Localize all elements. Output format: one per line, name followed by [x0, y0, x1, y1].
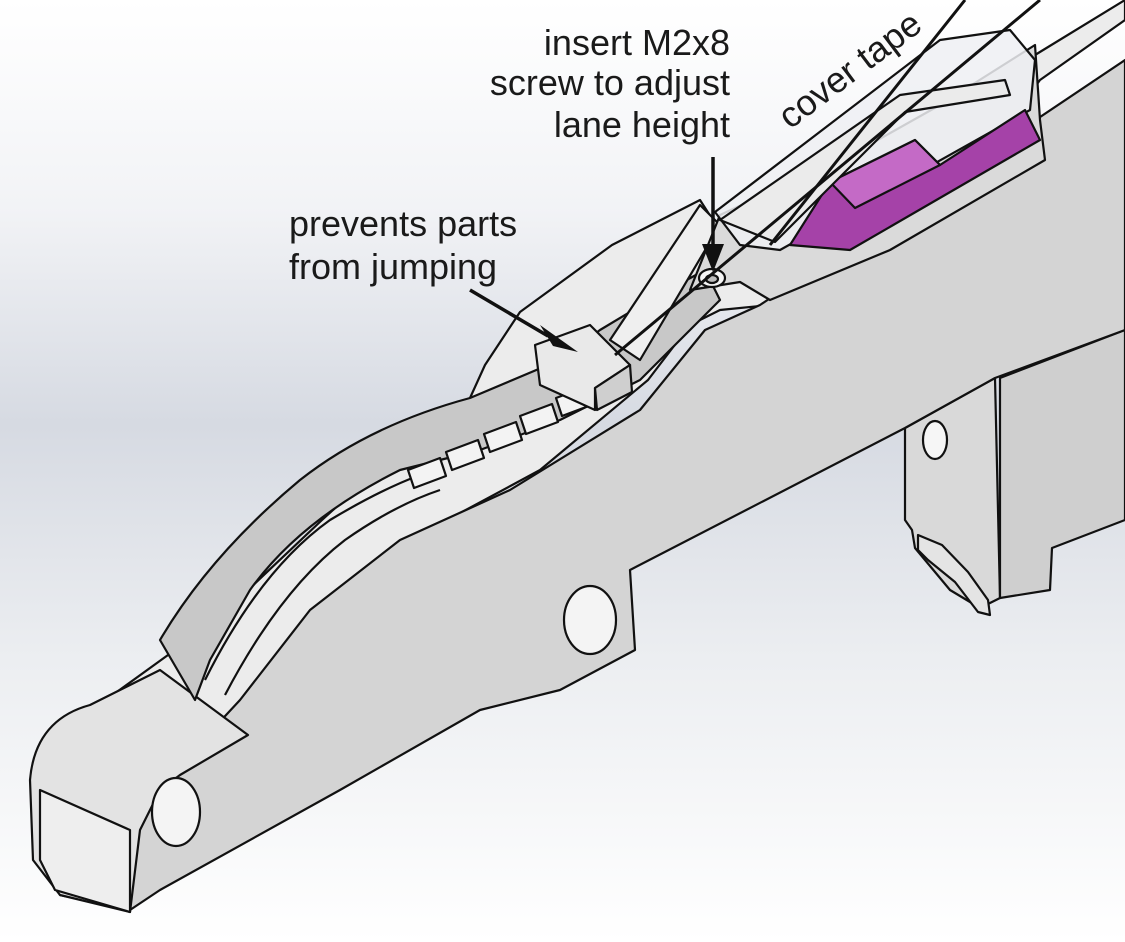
rear-clip	[916, 533, 992, 617]
parts-label-line-2: from jumping	[289, 246, 497, 287]
feeder-body	[28, 0, 1125, 914]
hold-down-block-face	[593, 363, 634, 412]
callout-lines	[469, 0, 1041, 357]
cover-tape-strip	[718, 78, 1012, 244]
tape-leader-line-1	[614, 0, 1041, 357]
purple-part-top	[828, 138, 942, 210]
end-cap-front	[38, 788, 132, 914]
screw-label-line-1: insert M2x8	[544, 22, 730, 63]
screw-arrowhead	[702, 244, 724, 272]
tape-leader-line-2	[768, 0, 967, 246]
parts-arrowhead	[540, 325, 578, 352]
screw-label-line-3: lane height	[554, 104, 730, 145]
rear-bracket	[998, 328, 1125, 600]
main-side-face	[38, 58, 1125, 912]
end-hole	[150, 776, 202, 848]
screw-label-line-2: screw to adjust	[490, 62, 730, 103]
lane-curve-inner	[204, 473, 421, 681]
parts-leader-line	[469, 288, 549, 338]
rear-tab-hole	[921, 419, 949, 461]
middle-hole	[562, 584, 618, 656]
lane-curve-outer	[224, 488, 441, 696]
parts-label-line-1: prevents parts	[289, 203, 517, 244]
